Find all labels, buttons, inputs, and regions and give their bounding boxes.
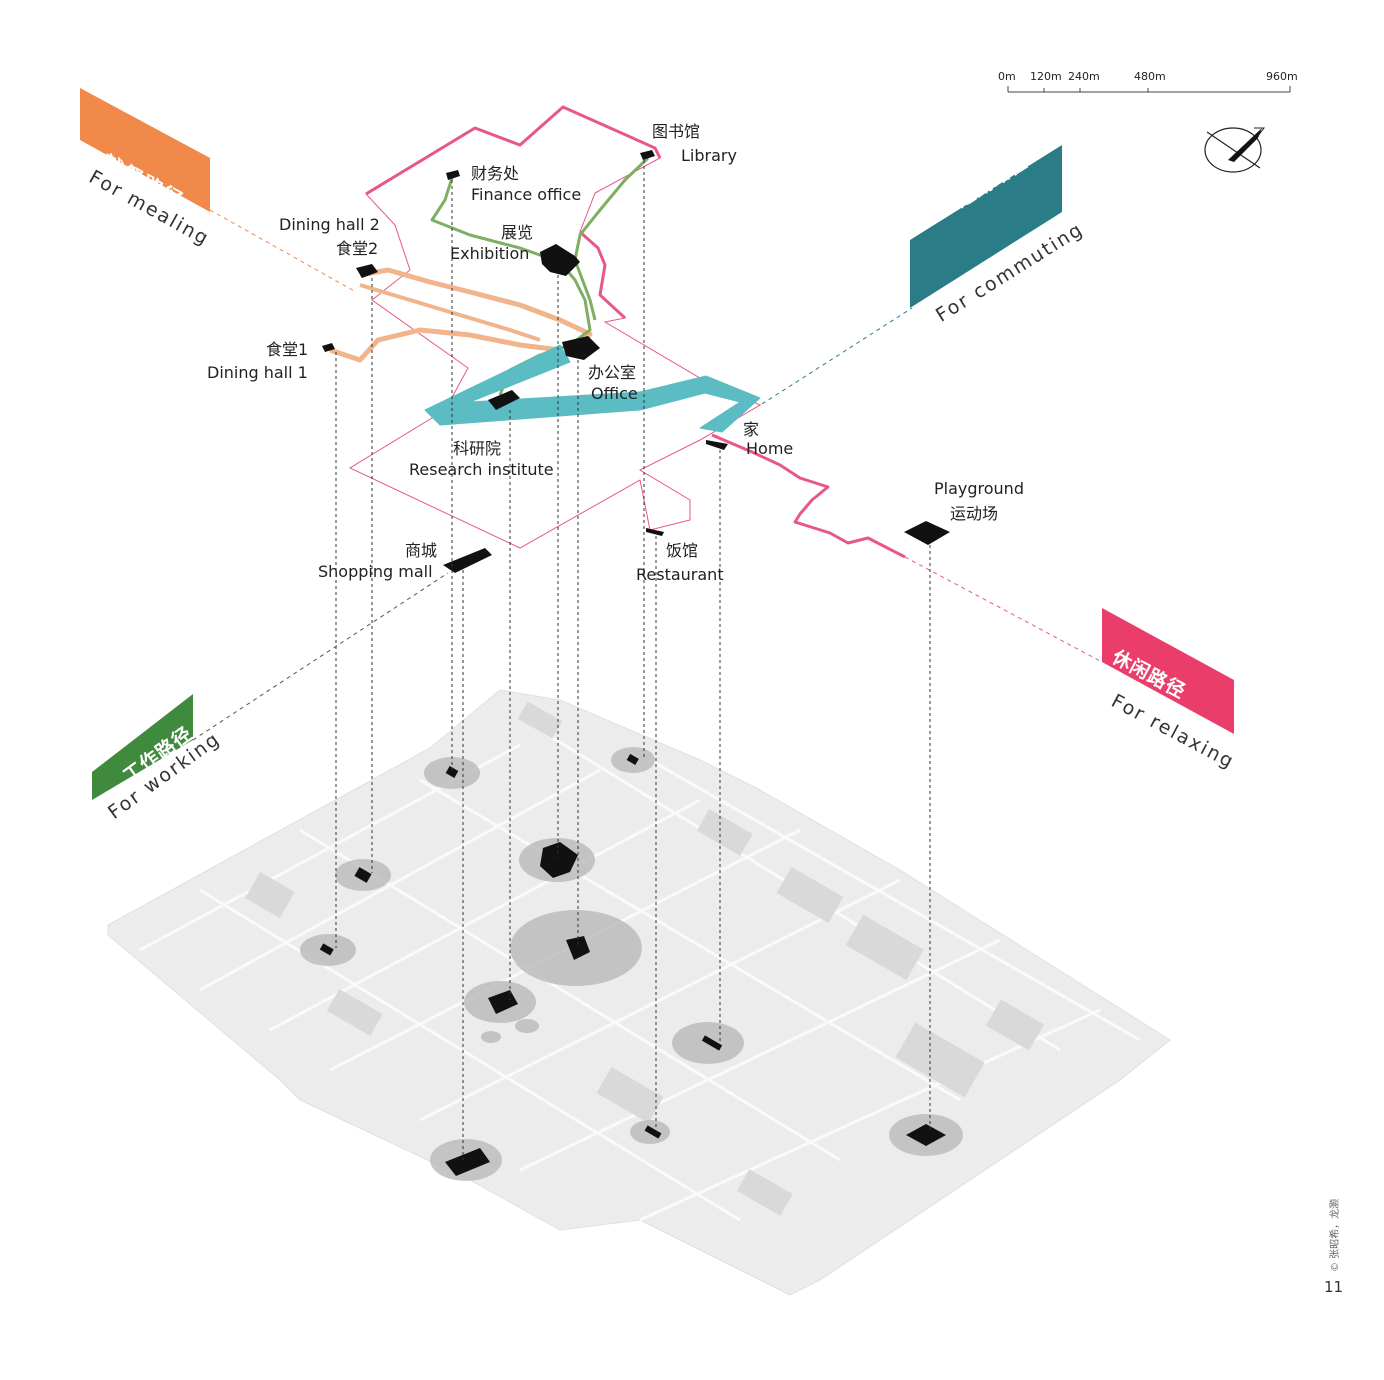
label-dining1-en: Dining hall 1 — [207, 363, 308, 382]
projection-lines — [335, 160, 931, 1160]
east-boundary-bold — [579, 230, 627, 320]
label-finance-cn: 财务处 — [471, 164, 520, 183]
banner-commuting-shape — [910, 145, 1062, 308]
upper-plane — [348, 105, 762, 549]
map-buildings — [319, 753, 946, 1176]
scale-tick-2: 240m — [1068, 70, 1100, 83]
building-library — [640, 150, 655, 160]
scale-tick-3: 480m — [1134, 70, 1166, 83]
scale-tick-4: 960m — [1266, 70, 1298, 83]
label-finance-en: Finance office — [471, 185, 582, 204]
campus-boundary — [348, 106, 762, 549]
page-number: 11 — [1324, 1278, 1344, 1296]
label-mall-en: Shopping mall — [318, 562, 433, 581]
north-boundary-bold — [365, 105, 662, 196]
map-blocks — [245, 701, 1045, 1216]
building-office — [562, 336, 600, 360]
work-route-library — [573, 156, 650, 321]
building-dining2 — [356, 264, 378, 278]
label-restaurant-cn: 饭馆 — [666, 541, 699, 560]
label-office-cn: 办公室 — [588, 363, 637, 382]
north-arrow-icon — [1204, 127, 1265, 173]
building-finance — [446, 170, 460, 180]
label-exhibition-cn: 展览 — [501, 223, 534, 242]
label-home-en: Home — [746, 439, 794, 458]
upper-buildings — [322, 150, 950, 573]
scale-tick-1: 120m — [1030, 70, 1062, 83]
building-exhibition — [540, 244, 580, 276]
leader-working — [192, 572, 449, 741]
base-map — [107, 689, 1171, 1296]
label-office-en: Office — [591, 384, 638, 403]
label-playground-en: Playground — [934, 479, 1024, 498]
leader-relaxing — [904, 556, 1103, 663]
label-library-en: Library — [681, 146, 737, 165]
base-map-parcel — [107, 689, 1171, 1296]
label-exhibition-en: Exhibition — [450, 244, 530, 263]
category-leaders — [192, 209, 1103, 741]
image-credit: © 张昭希，龙灏 — [1330, 1198, 1341, 1272]
meal-route-dining2-b — [359, 283, 541, 342]
label-library-cn: 图书馆 — [652, 122, 701, 141]
label-dining2-cn: 食堂2 — [336, 239, 379, 258]
label-dining2-en: Dining hall 2 — [279, 215, 380, 234]
label-mall-cn: 商城 — [405, 541, 438, 560]
routes — [329, 156, 906, 559]
banner-working-shape — [92, 694, 193, 800]
label-institute-en: Research institute — [409, 460, 554, 479]
label-playground-cn: 运动场 — [950, 504, 999, 523]
building-restaurant — [646, 528, 664, 536]
scale-bar — [1007, 86, 1291, 93]
commute-route — [424, 344, 761, 433]
label-restaurant-en: Restaurant — [636, 565, 724, 584]
scale-tick-0: 0m — [998, 70, 1016, 83]
meal-route-dining1 — [329, 327, 561, 363]
banner-mealing-shape — [80, 88, 210, 212]
building-playground — [904, 521, 950, 545]
highlight-small-1 — [515, 1019, 539, 1033]
relax-route — [711, 433, 906, 559]
banner-relaxing-shape — [1102, 608, 1234, 734]
highlight-small-2 — [481, 1031, 501, 1043]
building-dining1 — [322, 343, 335, 352]
building-home — [706, 440, 728, 450]
label-dining1-cn: 食堂1 — [266, 340, 309, 359]
leader-commuting — [761, 307, 913, 405]
meal-route-dining2 — [359, 267, 593, 347]
leader-mealing — [209, 209, 357, 293]
building-mall — [443, 548, 492, 573]
label-home-cn: 家 — [743, 420, 760, 439]
building-institute — [488, 390, 520, 410]
label-institute-cn: 科研院 — [453, 439, 502, 458]
